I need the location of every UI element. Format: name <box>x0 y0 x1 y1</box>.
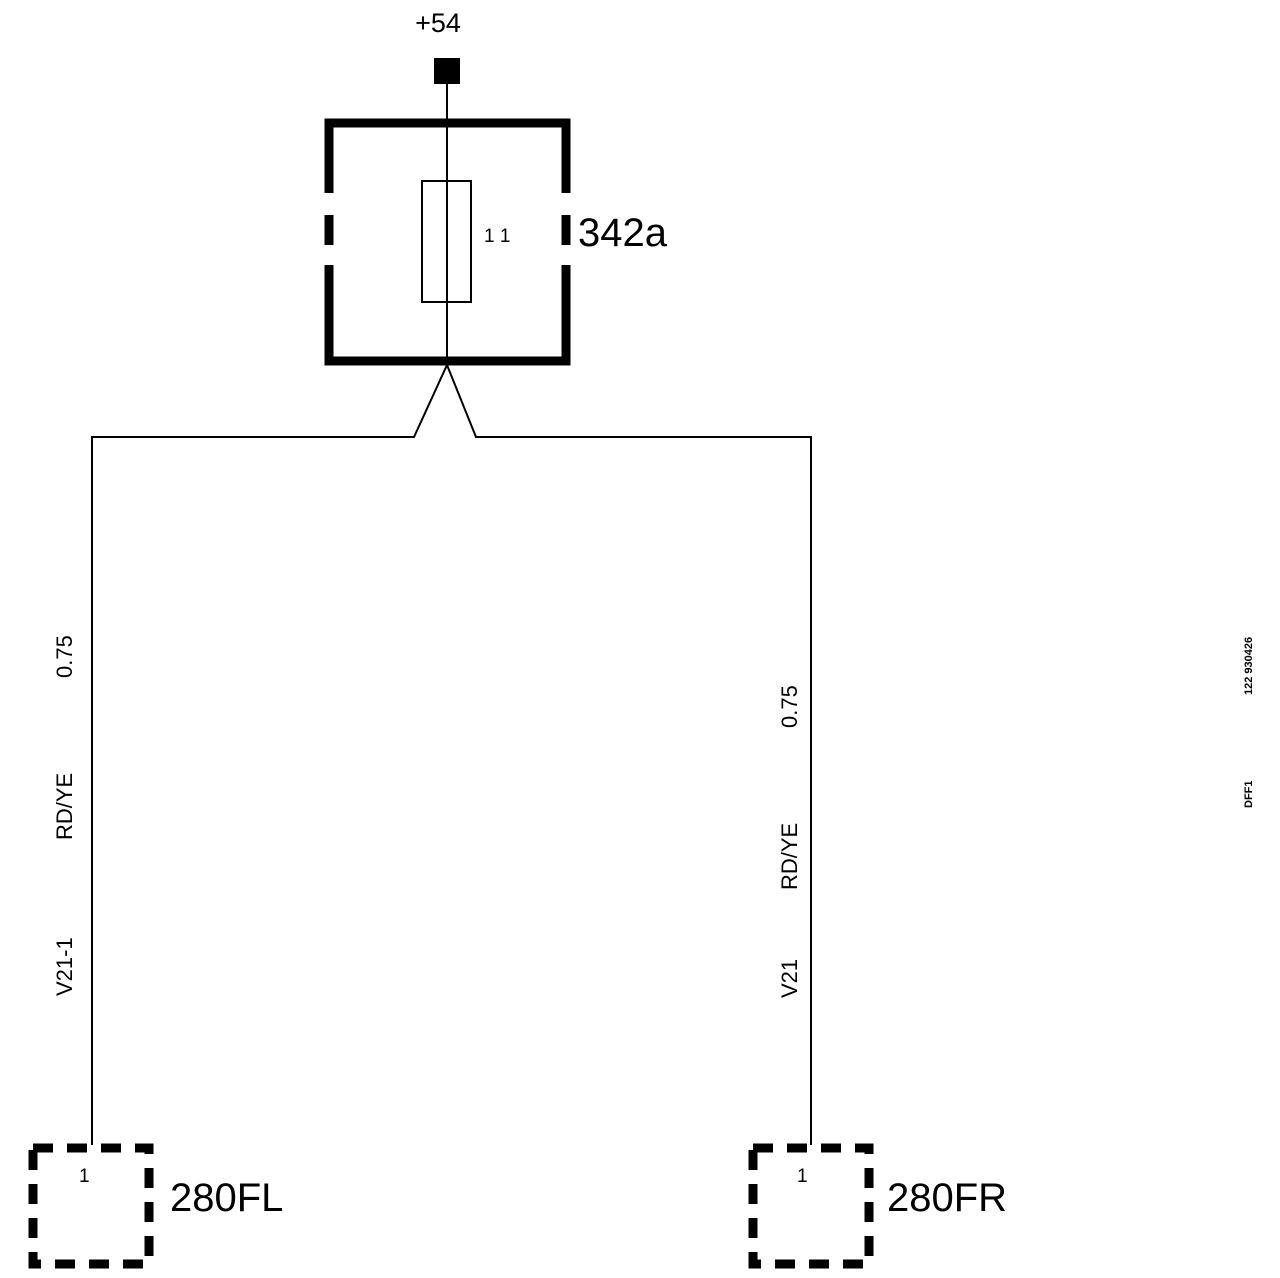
drawing-number: 122 930426 <box>1243 637 1255 695</box>
wire-name-right: V21 <box>777 959 802 998</box>
branch-wire-left <box>91 364 448 1145</box>
wire-gauge-right: 0.75 <box>777 685 802 728</box>
wire-name-left: V21-1 <box>52 937 77 996</box>
connector-280FL-pin: 1 <box>79 1166 90 1187</box>
connector-280FR-pin: 1 <box>797 1166 808 1187</box>
fuse-box-outline-bottom <box>324 265 571 366</box>
connector-280FR-outline <box>748 1143 874 1269</box>
fuse-box-342a <box>324 118 571 366</box>
wire-gauge-left: 0.75 <box>52 635 77 678</box>
wire-color-right: RD/YE <box>777 823 802 890</box>
drawing-code: DFF1 <box>1243 781 1255 809</box>
branch-wire-right <box>446 364 812 1145</box>
fuse-box-outline-left <box>324 118 571 193</box>
wire-labels-right: 0.75 RD/YE V21 <box>777 685 802 998</box>
connector-280FL-outline <box>28 1143 154 1269</box>
fuse-number: 1 1 <box>484 226 510 247</box>
connector-280FL-id: 280FL <box>170 1176 283 1220</box>
supply-label: +54 <box>415 8 461 38</box>
supply-terminal <box>434 58 460 84</box>
connector-280FR-id: 280FR <box>887 1176 1007 1220</box>
wire-color-left: RD/YE <box>52 773 77 840</box>
fuse-box-id: 342a <box>578 211 668 255</box>
wire-labels-left: 0.75 RD/YE V21-1 <box>52 635 77 996</box>
